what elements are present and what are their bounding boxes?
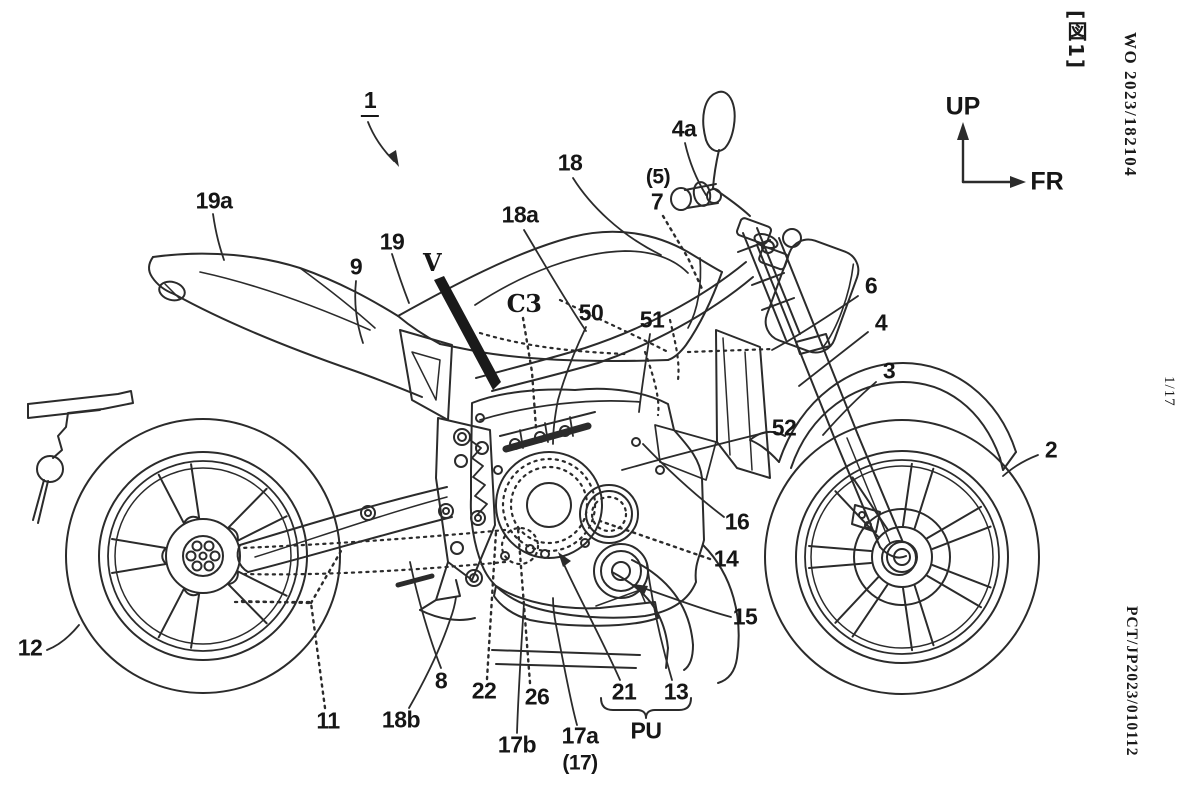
rear-wheel [65,418,341,694]
direction-indicator [957,122,1026,188]
ref-label-17: (17) [562,751,598,775]
ref-label-2: 2 [1044,436,1058,463]
ref-label-17a: 17a [561,722,599,749]
section-line-V [434,276,501,390]
ref-label-19a: 19a [195,187,233,214]
front-wheel [764,419,1040,695]
ref-label-12: 12 [17,634,43,661]
ref-label-51: 51 [639,306,665,333]
ref-label-4a: 4a [671,115,697,142]
frame [395,261,754,621]
publication-number: WO 2023/182104 [1121,32,1140,178]
sheet-number: 1/17 [1161,376,1177,407]
ref-label-1: 1 [360,89,380,117]
direction-label-up: UP [945,92,981,121]
rear-fender-stay [27,390,134,524]
leader-lines-dotted [235,214,712,710]
ref-label-16: 16 [724,508,750,535]
pu-brace [600,697,692,719]
ref-label-V: V [422,248,442,277]
direction-label-front: FR [1030,167,1064,196]
ref-label-11: 11 [316,707,340,734]
ref-label-18: 18 [557,149,583,176]
ref-label-5: (5) [645,165,671,189]
ref-label-21: 21 [611,678,637,705]
headlight [764,228,860,354]
ref-label-PU: PU [630,717,662,744]
ref-label-7: 7 [650,188,664,215]
front-fender [749,362,1017,471]
ref-label-52: 52 [771,414,797,441]
ref-label-18a: 18a [501,201,539,228]
tank-hidden-lines [478,298,774,417]
ref-label-15: 15 [732,603,758,630]
ref-label-9: 9 [349,253,363,280]
ref-label-17b: 17b [497,731,537,758]
application-number: PCT/JP2023/010112 [1123,606,1140,757]
ref-label-22: 22 [471,677,497,704]
ref-label-3: 3 [882,357,896,384]
arrowheads [388,150,648,595]
figure-number-tag: [図1] [1064,10,1088,71]
swingarm [236,486,453,573]
exhaust [491,544,740,684]
ref-label-4: 4 [874,309,888,336]
ref-label-C3: C3 [506,289,542,318]
tail-and-seat [148,252,423,398]
engine-hidden-lines [501,457,628,553]
radiator [654,329,771,481]
ref-label-50: 50 [578,299,604,326]
leader-lines [46,121,1039,734]
ref-label-13: 13 [663,678,689,705]
ref-label-14: 14 [713,545,739,572]
ref-label-18b: 18b [381,706,421,733]
ref-label-6: 6 [864,272,878,299]
ref-label-8: 8 [434,667,448,694]
ref-label-19: 19 [379,228,405,255]
ref-label-26: 26 [524,683,550,710]
